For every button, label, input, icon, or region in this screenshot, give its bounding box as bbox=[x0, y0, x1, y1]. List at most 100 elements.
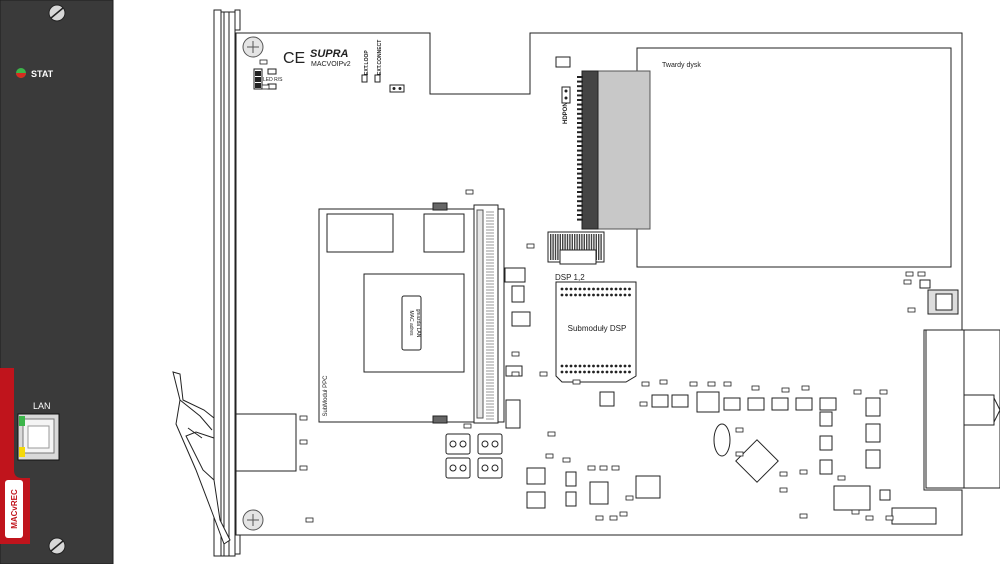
dsp-pin bbox=[560, 364, 564, 368]
model-label-bg bbox=[5, 480, 23, 538]
ic-chip bbox=[505, 399, 521, 429]
dsp-pin bbox=[592, 293, 595, 297]
dsp-pin bbox=[601, 293, 604, 297]
dsp-pin bbox=[614, 287, 618, 291]
hdd-connector-pins bbox=[577, 76, 583, 221]
dsp-pin bbox=[592, 370, 595, 374]
dsp-pin bbox=[560, 370, 564, 374]
jumper-pin bbox=[491, 440, 499, 448]
dsp-pin bbox=[596, 370, 600, 374]
hdd-pin bbox=[577, 209, 583, 212]
hdd-pin bbox=[577, 168, 583, 170]
dsp-pin bbox=[628, 364, 631, 368]
smd-part bbox=[639, 401, 648, 407]
dsp-pin bbox=[587, 287, 591, 291]
dsp-pins bbox=[560, 287, 631, 374]
hdd-lower-pin bbox=[590, 234, 593, 260]
ic-chip bbox=[671, 394, 689, 408]
mac-sticker-line1: MAC adres bbox=[408, 310, 414, 336]
hdd-connector bbox=[581, 70, 599, 230]
smd-part bbox=[259, 59, 268, 65]
smd-part bbox=[799, 513, 808, 519]
dsp-header-label: DSP 1,2 bbox=[555, 273, 585, 282]
ic-chip bbox=[651, 394, 669, 408]
ic-chip bbox=[833, 485, 871, 511]
hdd-pin bbox=[577, 89, 583, 92]
hdd-lower-pin bbox=[595, 234, 597, 260]
dsp-pin bbox=[583, 287, 586, 291]
ejector-profile bbox=[172, 9, 241, 557]
hdd-lower-pin bbox=[588, 234, 590, 260]
dsp-pin bbox=[569, 364, 573, 368]
dsp-pin bbox=[605, 370, 609, 374]
smd-group bbox=[259, 59, 926, 523]
sodimm-pins bbox=[486, 211, 494, 420]
dsp-pin bbox=[569, 293, 573, 297]
ic-chip bbox=[819, 459, 833, 475]
mac-sticker-line2: gniazda LAN bbox=[415, 309, 421, 338]
smd-part bbox=[905, 271, 914, 277]
hdd-lower-pins bbox=[550, 234, 602, 260]
board-name: MACVOIPv2 bbox=[311, 61, 351, 68]
hdd-lower-pin bbox=[559, 234, 561, 260]
ext-connect-label: EXT.CONNECT bbox=[377, 40, 383, 75]
dsp-pin bbox=[614, 370, 618, 374]
lan-port-icon[interactable] bbox=[17, 413, 60, 461]
dsp-pin bbox=[601, 370, 604, 374]
smd-part bbox=[299, 465, 308, 471]
jumper-pin bbox=[459, 464, 467, 472]
hdd-pin bbox=[577, 85, 583, 88]
smd-part bbox=[625, 495, 634, 501]
ic-chip bbox=[526, 491, 546, 509]
dsp-pin bbox=[619, 370, 622, 374]
smd-part bbox=[299, 439, 308, 445]
stat-label: STAT bbox=[31, 69, 54, 79]
smd-part bbox=[619, 511, 628, 517]
ic-chip bbox=[565, 471, 577, 487]
hdd-cable bbox=[596, 70, 651, 230]
hdd-pin bbox=[577, 218, 583, 221]
smd-part bbox=[865, 515, 874, 521]
smd-part bbox=[907, 307, 916, 313]
smd-part bbox=[526, 243, 535, 249]
dsp-pin bbox=[596, 293, 600, 297]
ppc-module-label: SubModuł PPC bbox=[323, 375, 329, 417]
ic-chip bbox=[795, 397, 813, 411]
dsp-pin bbox=[574, 287, 577, 291]
smd-part bbox=[689, 381, 698, 387]
smd-part bbox=[659, 379, 668, 385]
dsp-pin bbox=[623, 287, 627, 291]
hdd-pin bbox=[577, 163, 583, 166]
hard-disk-outline bbox=[636, 47, 952, 268]
smd-part bbox=[917, 271, 926, 277]
hdd-pin bbox=[577, 172, 583, 175]
ic-chip bbox=[599, 391, 615, 407]
dsp-pin bbox=[610, 370, 613, 374]
ic-chip bbox=[891, 507, 937, 525]
dsp-pin bbox=[605, 364, 609, 368]
ic-chip bbox=[511, 311, 531, 327]
dsp-pin bbox=[628, 370, 631, 374]
ic-chip bbox=[723, 397, 741, 411]
hdd-lower-pin bbox=[578, 234, 581, 260]
smd-part bbox=[611, 465, 620, 471]
dsp-pin bbox=[623, 364, 627, 368]
dsp-pin bbox=[574, 370, 577, 374]
smd-part bbox=[779, 471, 788, 477]
hdd-pin bbox=[577, 126, 583, 129]
jumper-block bbox=[477, 457, 503, 479]
ext-loop-label: EXT.LOOP bbox=[364, 50, 370, 75]
dsp-pin bbox=[583, 364, 586, 368]
hdd-pin bbox=[577, 177, 583, 180]
ic-chip bbox=[559, 249, 597, 265]
dsp-pin bbox=[578, 370, 582, 374]
dsp-pin bbox=[596, 287, 600, 291]
ic-chip bbox=[879, 489, 891, 501]
rj-connector-block bbox=[235, 413, 297, 472]
smd-part bbox=[903, 279, 912, 285]
hdd-pin bbox=[577, 195, 583, 198]
hdd-pin bbox=[577, 154, 583, 157]
smd-part bbox=[853, 389, 862, 395]
hddon-label: HDPON bbox=[563, 102, 569, 124]
